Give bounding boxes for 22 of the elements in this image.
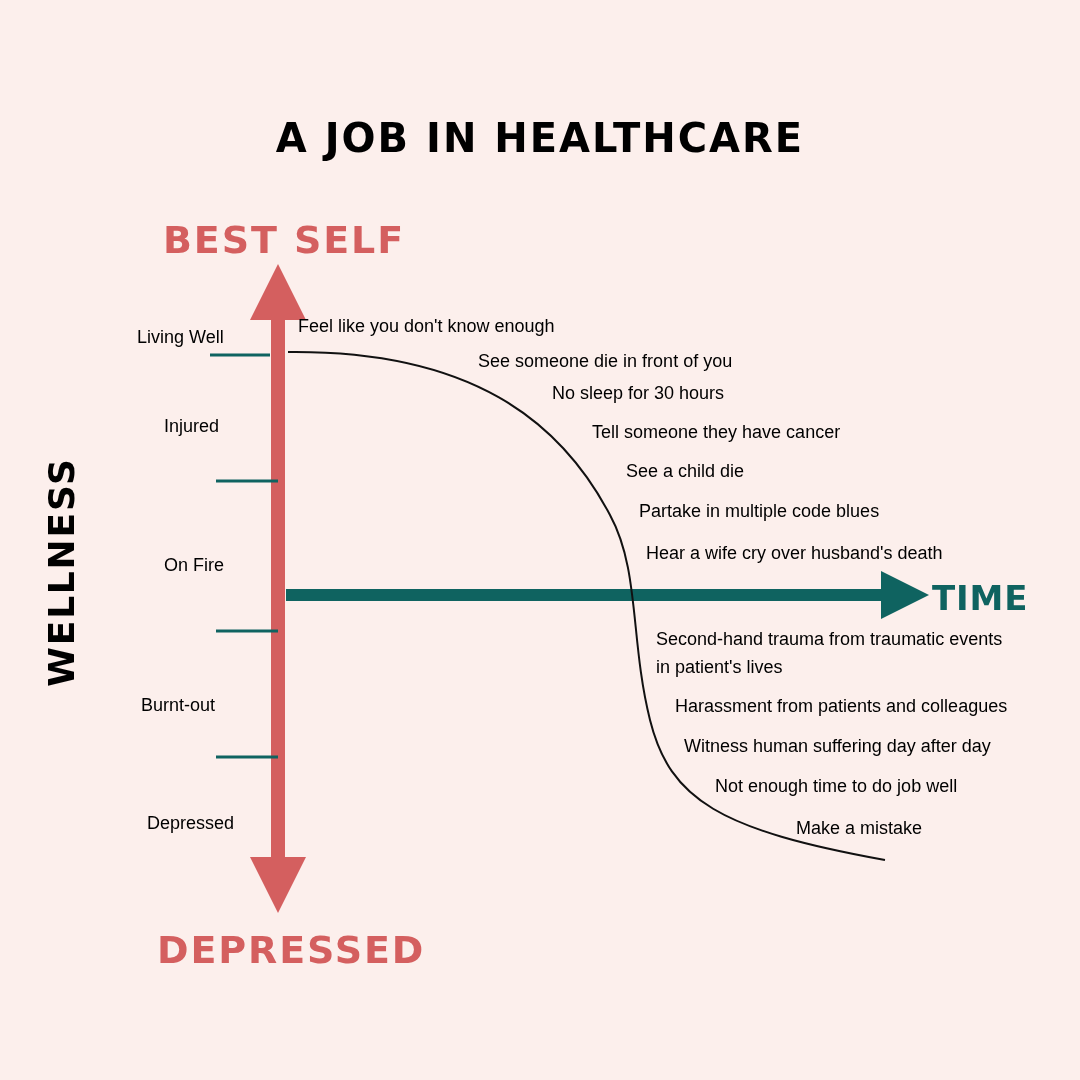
- level-label: Injured: [164, 415, 220, 438]
- event-label: Second-hand trauma from traumatic events in patient's lives: [656, 628, 1004, 679]
- level-label: Depressed: [147, 812, 235, 835]
- event-label: Witness human suffering day after day: [684, 735, 991, 758]
- scale-end-label: DEPRESSED: [157, 927, 426, 974]
- event-label: Tell someone they have cancer: [592, 421, 841, 444]
- event-label: Make a mistake: [796, 817, 923, 840]
- level-label: On Fire: [164, 554, 224, 577]
- event-label: See someone die in front of you: [478, 350, 733, 373]
- event-label: Feel like you don't know enough: [298, 315, 555, 338]
- axis-label: TIME: [932, 577, 1029, 620]
- title: A JOB IN HEALTHCARE: [274, 114, 806, 163]
- level-label: Burnt-out: [141, 694, 216, 717]
- event-label: No sleep for 30 hours: [552, 382, 725, 405]
- event-label: Not enough time to do job well: [715, 775, 958, 798]
- event-label: Harassment from patients and colleagues: [675, 695, 1008, 718]
- event-label: See a child die: [626, 460, 745, 483]
- level-label: Living Well: [137, 326, 224, 349]
- axis-label: WELLNESS: [40, 457, 83, 687]
- scale-end-label: BEST SELF: [163, 217, 406, 264]
- event-label: Partake in multiple code blues: [639, 500, 880, 523]
- event-label: Hear a wife cry over husband's death: [646, 542, 943, 565]
